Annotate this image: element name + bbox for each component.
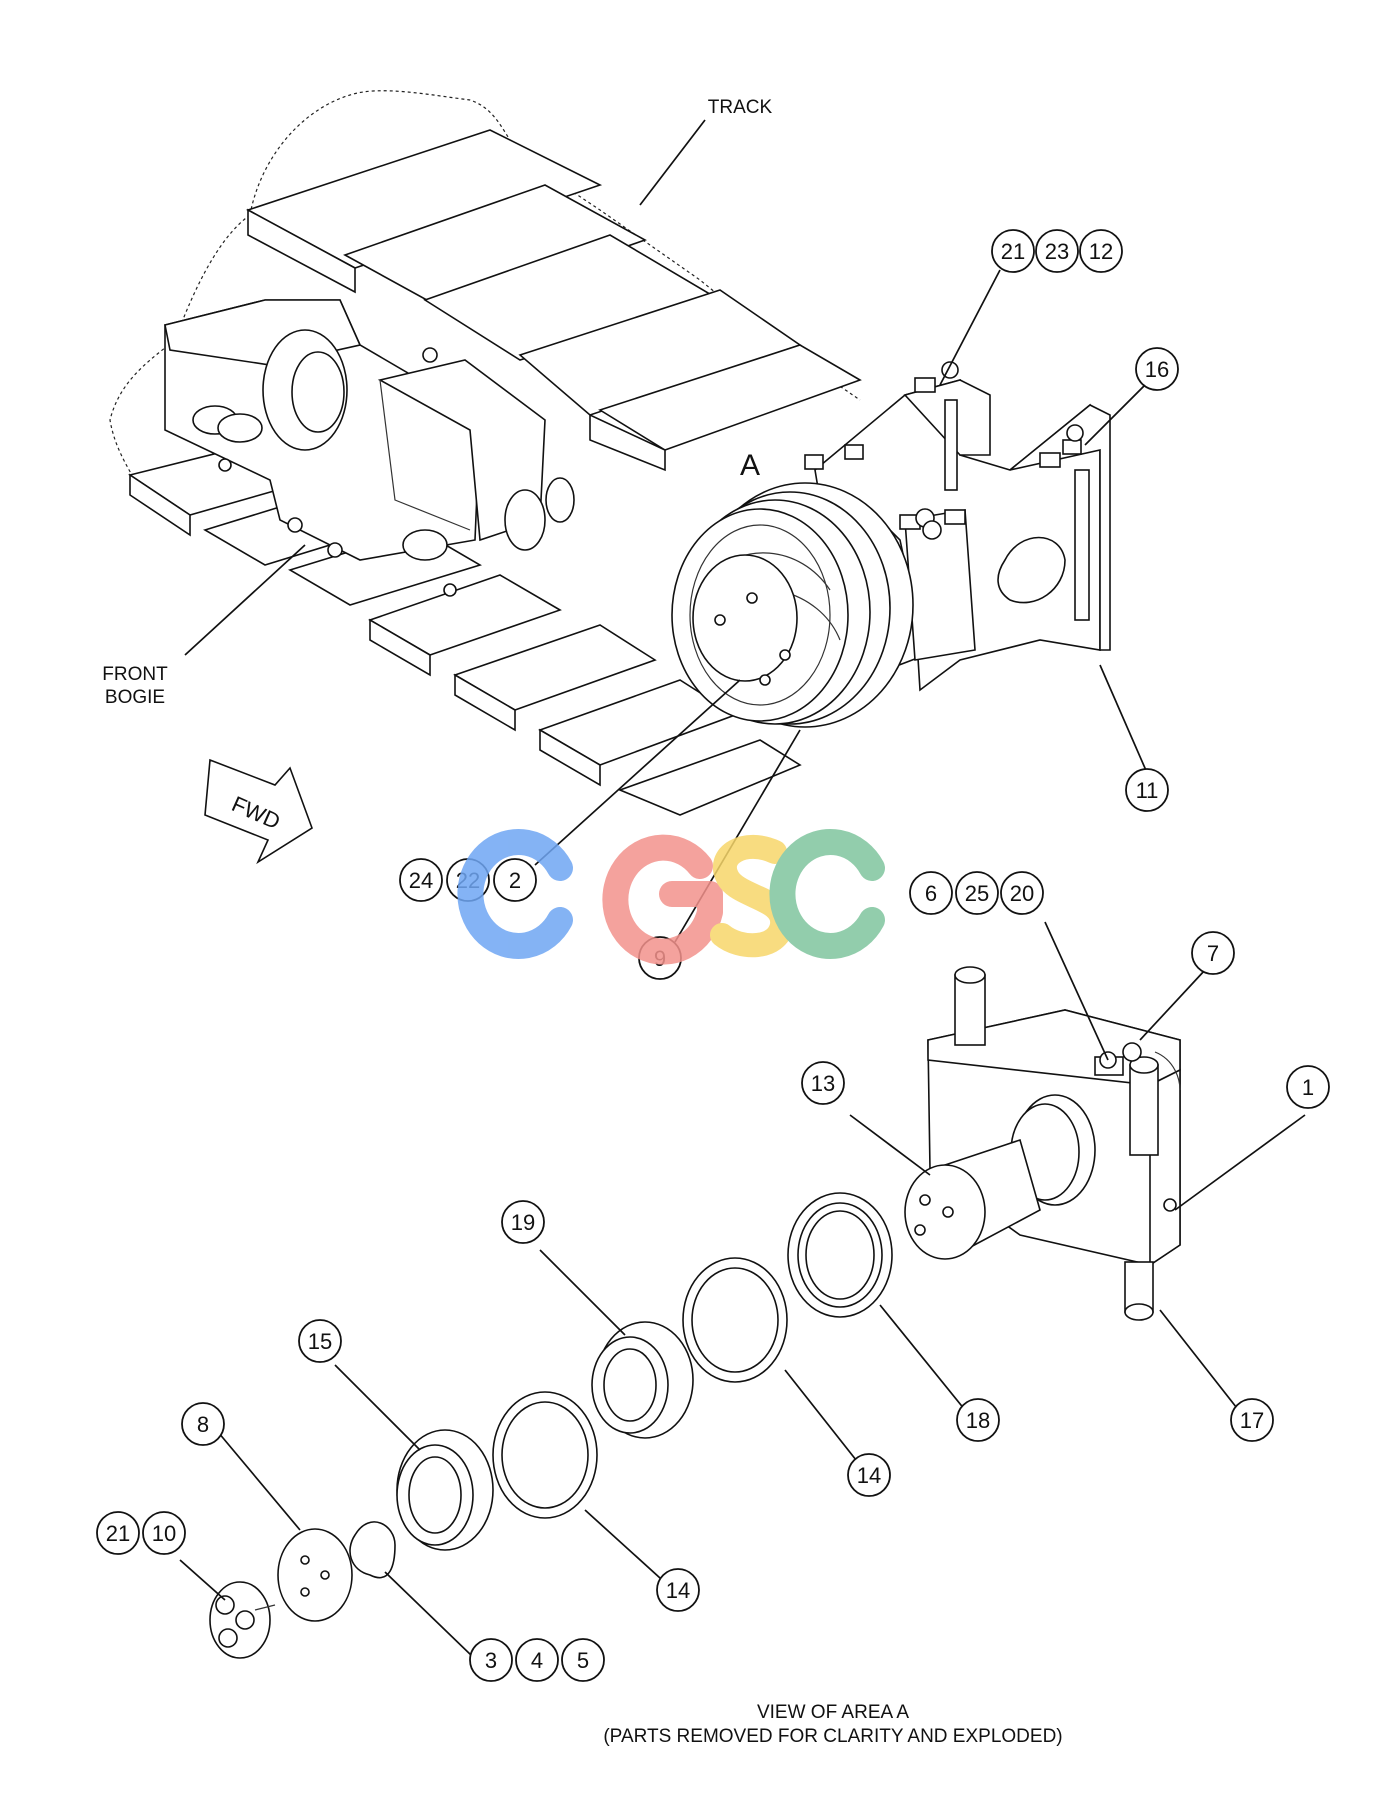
svg-text:19: 19 — [511, 1210, 535, 1235]
svg-text:7: 7 — [1207, 941, 1219, 966]
svg-text:2: 2 — [509, 868, 521, 893]
front-bogie-label-line1: FRONT — [102, 664, 168, 685]
front-bogie-label-line2: BOGIE — [105, 687, 165, 708]
svg-text:15: 15 — [308, 1329, 332, 1354]
front-bogie-leader — [184, 544, 306, 656]
area-a-label: A — [740, 449, 760, 482]
svg-text:21: 21 — [1001, 239, 1025, 264]
svg-text:25: 25 — [965, 881, 989, 906]
callout-20: 20 — [1000, 871, 1044, 915]
callout-3: 3 — [469, 1638, 513, 1682]
view-caption-line2: (PARTS REMOVED FOR CLARITY AND EXPLODED) — [603, 1726, 1062, 1747]
svg-text:17: 17 — [1240, 1408, 1264, 1433]
svg-text:8: 8 — [197, 1412, 209, 1437]
callout-7: 7 — [1191, 931, 1235, 975]
svg-text:12: 12 — [1089, 239, 1113, 264]
svg-text:24: 24 — [409, 868, 433, 893]
view-caption-line1: VIEW OF AREA A — [757, 1702, 909, 1723]
callout-8: 8 — [181, 1402, 225, 1446]
svg-text:5: 5 — [577, 1648, 589, 1673]
callout-18: 18 — [956, 1398, 1000, 1442]
callout-21: 21 — [991, 229, 1035, 273]
callout-5: 5 — [561, 1638, 605, 1682]
svg-text:11: 11 — [1136, 778, 1159, 803]
track-label: TRACK — [708, 97, 773, 118]
callout-13: 13 — [801, 1061, 845, 1105]
svg-text:21: 21 — [106, 1521, 130, 1546]
svg-text:20: 20 — [1010, 881, 1034, 906]
svg-text:14: 14 — [666, 1578, 690, 1603]
track-leader — [639, 119, 706, 206]
svg-text:23: 23 — [1045, 239, 1069, 264]
svg-text:14: 14 — [857, 1463, 881, 1488]
svg-text:4: 4 — [531, 1648, 543, 1673]
callout-4: 4 — [515, 1638, 559, 1682]
callout-21-lower: 21 — [96, 1511, 140, 1555]
callout-16: 16 — [1135, 347, 1179, 391]
callout-23: 23 — [1035, 229, 1079, 273]
callout-14-lower: 14 — [656, 1568, 700, 1612]
svg-text:10: 10 — [152, 1521, 176, 1546]
idler-assembly-drawing — [671, 361, 1111, 728]
svg-text:6: 6 — [925, 881, 937, 906]
cgsc-watermark-logo — [457, 829, 885, 965]
callout-12: 12 — [1079, 229, 1123, 273]
callout-14-upper: 14 — [847, 1453, 891, 1497]
callout-2: 2 — [493, 858, 537, 902]
track-assembly-drawing — [109, 90, 1032, 816]
callout-25: 25 — [955, 871, 999, 915]
callout-11: 11 — [1125, 768, 1169, 812]
callout-1: 1 — [1286, 1065, 1330, 1109]
svg-text:3: 3 — [485, 1648, 497, 1673]
svg-text:13: 13 — [811, 1071, 835, 1096]
fwd-arrow: FWD — [204, 758, 313, 865]
svg-text:18: 18 — [966, 1408, 990, 1433]
callout-19: 19 — [501, 1200, 545, 1244]
callout-6: 6 — [909, 871, 953, 915]
callout-24: 24 — [399, 858, 443, 902]
svg-text:16: 16 — [1145, 357, 1169, 382]
exploded-parts-drawing — [209, 966, 1181, 1659]
callout-17: 17 — [1230, 1398, 1274, 1442]
callout-15: 15 — [298, 1319, 342, 1363]
svg-text:1: 1 — [1302, 1075, 1314, 1100]
callout-10: 10 — [142, 1511, 186, 1555]
